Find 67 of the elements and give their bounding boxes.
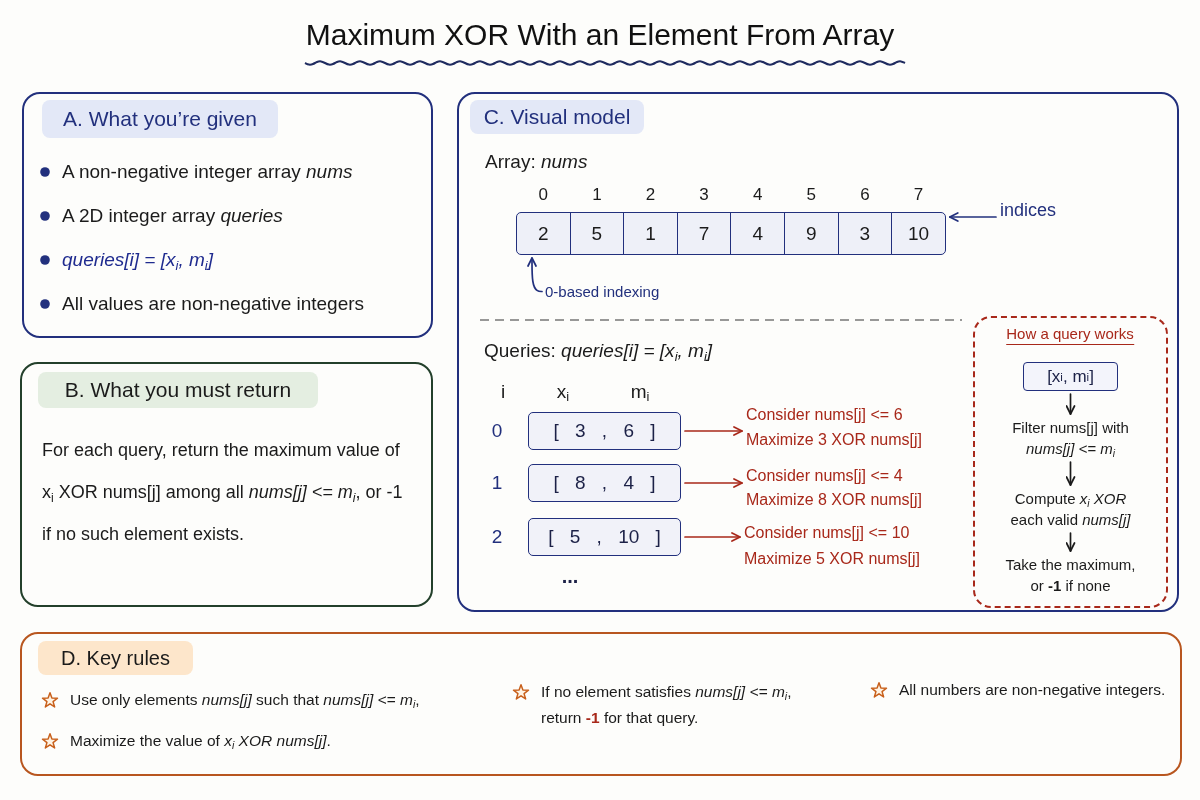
subheading-text: Array: nums [485, 150, 588, 174]
query-pair-box: [ 8 , 4 ] [528, 464, 681, 502]
row-index: 1 [491, 472, 503, 494]
rule-text: If no element satisfies nums[j] <= m$_{i}$, return -1 for that query. [541, 682, 793, 728]
query-pair-box: [ 5 , 10 ] [528, 518, 681, 556]
column-header: x$_{i}$ [556, 381, 570, 403]
arrow [684, 426, 743, 436]
condition-text: Maximize 5 XOR nums[j] [744, 549, 921, 569]
bullet-text: All values are non-negative integers [62, 292, 365, 316]
array-cell: 4 [730, 212, 785, 255]
arrow [1065, 461, 1076, 486]
array-cell: 9 [784, 212, 839, 255]
array-cell: 1 [623, 212, 678, 255]
box-heading: How a query works [1006, 323, 1134, 345]
array-cell: 2 [516, 212, 571, 255]
array-cell: 10 [891, 212, 946, 255]
section-panel [22, 92, 433, 338]
section-heading: C. Visual model [470, 100, 644, 134]
annotation-text: indices [1000, 200, 1057, 221]
section-panel [20, 362, 433, 607]
index-number: 7 [913, 185, 924, 205]
index-number: 3 [699, 185, 709, 205]
index-number: 1 [592, 185, 602, 205]
annotation-text: 0-based indexing [545, 283, 660, 300]
subheading-text: Queries: queries[i] = [x$_{i}$, m$_{i}$] [484, 339, 713, 363]
section-panel [20, 632, 1182, 776]
rule-text: Maximize the value of x$_{i}$ XOR nums[j]. [70, 731, 331, 754]
condition-text: Consider nums[j] <= 10 [744, 523, 911, 543]
step-text: Filter nums[j] with nums[j] <= m$_{i}$ [1000, 417, 1141, 459]
bullet-text: A 2D integer array queries [62, 204, 283, 228]
rule-text: All numbers are non-negative integers. [899, 680, 1166, 700]
row-index: 0 [491, 420, 503, 442]
condition-text: Consider nums[j] <= 6 [746, 405, 904, 425]
index-number: 4 [752, 185, 763, 205]
rule-text: Use only elements nums[j] such that nums[j] <= m$_{i}$, [70, 690, 420, 713]
arrow [1065, 532, 1076, 552]
column-header: i [500, 381, 506, 403]
leader-arrow [948, 212, 997, 222]
array-cell: 7 [676, 212, 732, 255]
section-panel [457, 92, 1179, 612]
array-cell: 3 [837, 212, 893, 255]
section-heading: A. What you’re given [42, 100, 278, 138]
leader-arrow [527, 257, 543, 293]
index-number: 6 [860, 185, 870, 205]
index-number: 2 [645, 185, 656, 205]
step-text: Compute x$_{i}$ XOR each valid nums[j] [1000, 488, 1141, 530]
bullet-text: A non-negative integer array nums [62, 160, 353, 184]
condition-text: Maximize 3 XOR nums[j] [746, 430, 923, 450]
condition-text: Consider nums[j] <= 4 [746, 466, 904, 486]
description-text: For each query, return the maximum value of x$_{i}$ XOR nums[j] among all nums[j] <= m$_{i}$, or -1 if no such element exists. [42, 439, 404, 546]
process-panel [973, 316, 1168, 608]
index-number: 5 [806, 185, 817, 205]
condition-text: Maximize 8 XOR nums[j] [746, 490, 923, 510]
index-number: 0 [538, 185, 549, 205]
bullet-text: queries[i] = [x$_{i}$, m$_{i}$] [62, 248, 213, 272]
arrow [684, 532, 741, 542]
ellipsis-text: ... [561, 565, 579, 587]
step-text: Take the maximum, or -1 if none [1000, 554, 1141, 596]
row-index: 2 [491, 526, 503, 548]
title: Maximum XOR With an Element From Array [305, 17, 895, 53]
section-heading: D. Key rules [38, 641, 193, 675]
query-pair-box: [ 3 , 6 ] [528, 412, 681, 450]
arrow [1065, 393, 1076, 415]
column-header: m$_{i}$ [630, 381, 650, 403]
section-heading: B. What you must return [38, 372, 318, 408]
arrow [684, 478, 743, 488]
array-cell: 5 [569, 212, 625, 255]
